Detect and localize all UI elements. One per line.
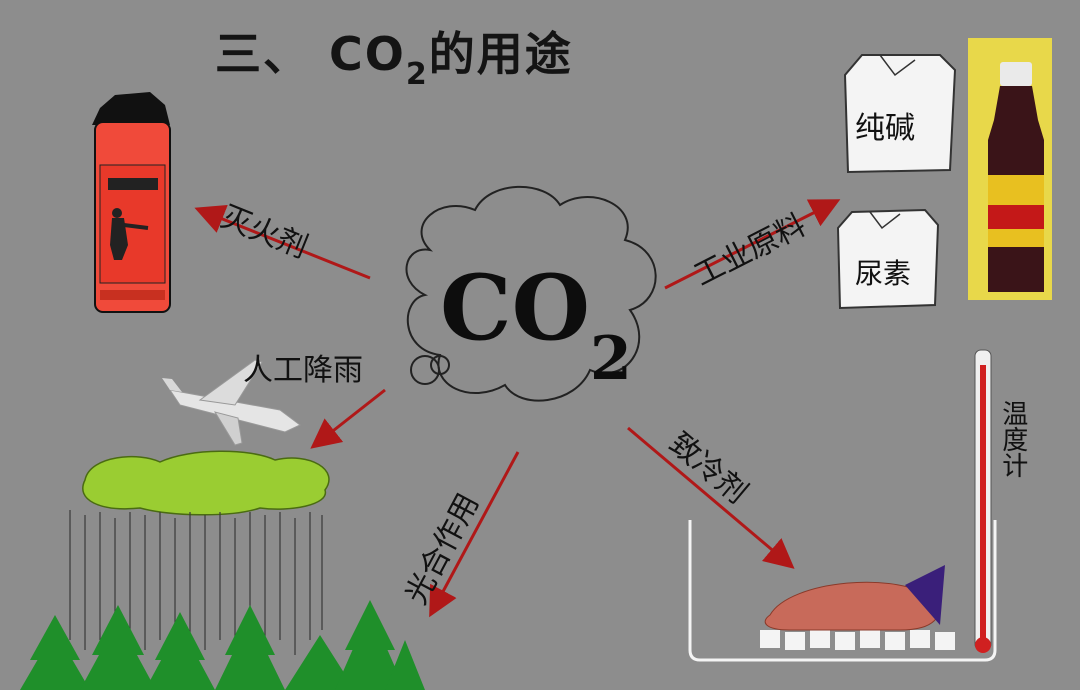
co2-cloud: [405, 185, 657, 402]
label-rain: 人工降雨: [243, 353, 363, 388]
center-co2-label: CO2: [440, 255, 632, 394]
cola-bottle-icon: [968, 38, 1052, 300]
arrow-to-refrigerant: [627, 426, 795, 569]
urea-bag-icon: [836, 208, 940, 310]
arrow-to-rain: [310, 388, 386, 449]
label-soda-ash: 纯碱: [855, 111, 915, 146]
page-title: 三、 CO2的用途: [215, 27, 573, 92]
cooling-tray-icon: [688, 520, 997, 662]
arrow-to-plants: [429, 451, 520, 618]
arrow-to-extinguisher: [194, 204, 371, 280]
trees-icon: [20, 600, 425, 690]
rain-cloud-icon: [82, 450, 330, 516]
thermometer-icon: [974, 349, 992, 653]
rain-icon: [69, 510, 323, 655]
airplane-icon: [162, 359, 301, 446]
label-urea: 尿素: [855, 257, 912, 290]
label-thermometer: 温度计: [997, 400, 1028, 478]
soda-ash-bag-icon: [843, 54, 957, 174]
fire-extinguisher-icon: [92, 92, 171, 313]
arrow-to-industry: [664, 199, 841, 290]
